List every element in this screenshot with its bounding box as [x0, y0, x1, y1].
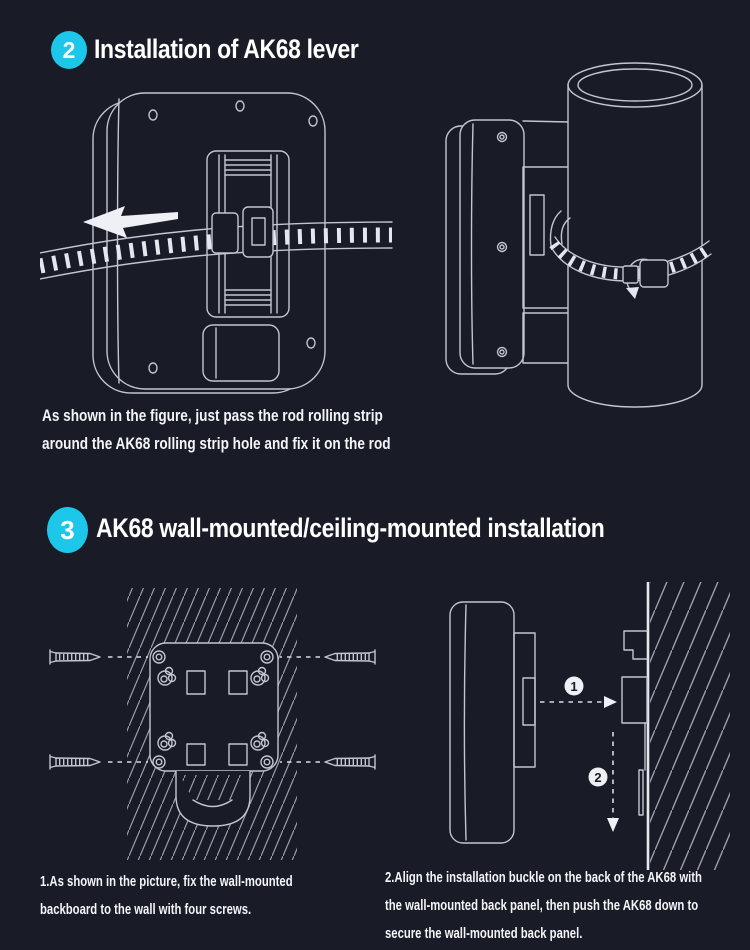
- caption-line: As shown in the figure, just pass the ro…: [42, 406, 383, 425]
- arrow-down-dashed: [607, 732, 619, 832]
- step-1-marker: 1: [564, 676, 584, 696]
- caption-line: the wall-mounted back panel, then push t…: [385, 898, 699, 914]
- strap-buckle: [622, 259, 669, 288]
- caption-line: 1.As shown in the picture, fix the wall-…: [40, 874, 293, 890]
- wall-bracket: [621, 630, 648, 816]
- figure-wall-backboard-screws: [30, 588, 390, 860]
- section-2-title: Installation of AK68 lever: [94, 34, 359, 64]
- rolling-strip: [549, 210, 714, 282]
- arrow-right-dashed: [540, 696, 617, 708]
- svg-text:2: 2: [594, 770, 601, 785]
- step-2-marker: 2: [588, 767, 608, 787]
- screw-holes: [148, 100, 318, 374]
- caption-line: backboard to the wall with four screws.: [40, 902, 252, 918]
- step-2-caption: 2.Align the installation buckle on the b…: [385, 864, 702, 948]
- section-3-title: AK68 wall-mounted/ceiling-mounted instal…: [96, 513, 605, 543]
- section-2-caption: As shown in the figure, just pass the ro…: [42, 402, 391, 458]
- mounting-rod: [567, 62, 703, 408]
- step-number-badge-2: 2: [51, 31, 87, 69]
- rolling-strip: [40, 221, 393, 280]
- caption-line: 2.Align the installation buckle on the b…: [385, 870, 702, 886]
- screw-icon: [50, 650, 375, 769]
- svg-text:1: 1: [570, 679, 577, 694]
- step-1-caption: 1.As shown in the picture, fix the wall-…: [40, 868, 293, 924]
- wall-mount-backboard: [149, 642, 279, 827]
- wall: [646, 582, 730, 870]
- caption-line: around the AK68 rolling strip hole and f…: [42, 434, 391, 453]
- screw-holes: [496, 131, 508, 358]
- step-number-badge-3: 3: [47, 507, 88, 553]
- figure-mounted-on-rod: [445, 62, 714, 408]
- figure-align-and-push: 1 2: [449, 582, 730, 870]
- left-arrow-icon: [83, 206, 178, 238]
- caption-line: secure the wall-mounted back panel.: [385, 926, 583, 942]
- ak68-side-view: [449, 601, 536, 844]
- figure-strap-through-back: [40, 92, 393, 394]
